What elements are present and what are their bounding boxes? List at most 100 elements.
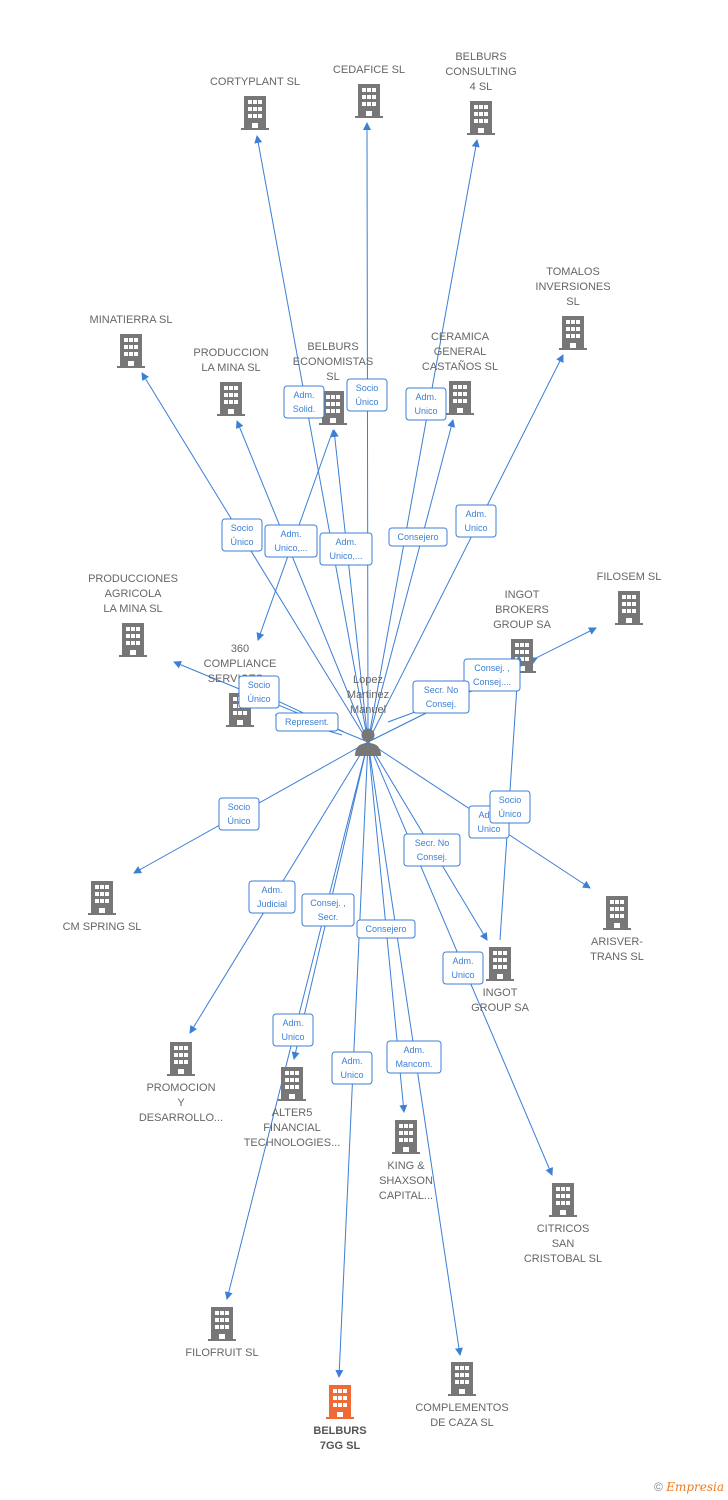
- role-box-frame: [403, 833, 461, 867]
- company-cmspring[interactable]: CM SPRING SL: [63, 881, 142, 933]
- role-label: Adm.: [282, 1018, 303, 1028]
- person-body: [355, 743, 381, 756]
- company-promocion[interactable]: PROMOCIONYDESARROLLO...: [139, 1042, 223, 1124]
- role-label: Unico: [340, 1070, 363, 1080]
- building-icon: [392, 1120, 420, 1154]
- role-r7[interactable]: Consejero: [388, 527, 448, 547]
- role-r8[interactable]: Adm.Unico: [455, 504, 497, 538]
- role-label: Único: [498, 809, 521, 819]
- edge-tomalos: [367, 354, 564, 743]
- role-label: Consej.: [426, 699, 457, 709]
- role-label: Socio: [228, 802, 251, 812]
- building-icon: [88, 881, 116, 915]
- role-r12[interactable]: Represent.: [275, 712, 339, 732]
- building-icon: [326, 1385, 354, 1419]
- company-label: ALTER5: [272, 1107, 313, 1119]
- company-label: AGRICOLA: [105, 588, 163, 600]
- company-label: ECONOMISTAS: [293, 356, 373, 368]
- role-r6[interactable]: Adm.Unico,...: [319, 532, 373, 566]
- role-box-frame: [272, 1013, 314, 1047]
- building-icon: [603, 896, 631, 930]
- edge-belburs4: [367, 139, 480, 743]
- role-label: Socio: [231, 523, 254, 533]
- role-r17[interactable]: Adm.Judicial: [248, 880, 296, 914]
- company-cortyplant[interactable]: CORTYPLANT SL: [210, 76, 300, 130]
- role-r1[interactable]: Adm.Solid.: [283, 385, 325, 419]
- company-alter5[interactable]: ALTER5FINANCIALTECHNOLOGIES...: [244, 1067, 341, 1149]
- company-cedafice[interactable]: CEDAFICE SL: [333, 64, 405, 118]
- company-label: CM SPRING SL: [63, 921, 142, 933]
- company-filosem[interactable]: FILOSEM SL: [597, 571, 662, 625]
- role-label: Consejero: [365, 924, 406, 934]
- company-label: TECHNOLOGIES...: [244, 1137, 341, 1149]
- building-icon: [559, 316, 587, 350]
- role-box-frame: [248, 880, 296, 914]
- role-r23[interactable]: Adm.Mancom.: [386, 1040, 442, 1074]
- role-label: Socio: [248, 680, 271, 690]
- role-label: Unico: [477, 824, 500, 834]
- building-icon: [446, 381, 474, 415]
- role-r19[interactable]: Consejero: [356, 919, 416, 939]
- company-king[interactable]: KING &SHAXSONCAPITAL...: [379, 1120, 433, 1202]
- building-icon: [549, 1183, 577, 1217]
- role-r9[interactable]: Consej. ,Consej....: [463, 658, 521, 692]
- role-label: Solid.: [293, 404, 316, 414]
- role-label: Único: [355, 397, 378, 407]
- edge-cortyplant: [254, 135, 369, 743]
- company-minatierra[interactable]: MINATIERRA SL: [90, 314, 173, 368]
- role-box-frame: [442, 951, 484, 985]
- role-label: Adm.: [341, 1056, 362, 1066]
- role-r18[interactable]: Consej. ,Secr.: [301, 893, 355, 927]
- role-label: Unico: [451, 970, 474, 980]
- empresia-logo: Empresia: [666, 1480, 724, 1494]
- role-label: Secr. No: [415, 838, 450, 848]
- role-r20[interactable]: Adm.Unico: [442, 951, 484, 985]
- building-icon: [615, 591, 643, 625]
- building-icon: [167, 1042, 195, 1076]
- company-label: BELBURS: [313, 1425, 366, 1437]
- role-label: Adm.: [478, 810, 499, 820]
- role-box-frame: [331, 1051, 373, 1085]
- edge-produccion: [235, 420, 369, 743]
- company-label: LA MINA SL: [103, 603, 162, 615]
- company-filofruit[interactable]: FILOFRUIT SL: [185, 1307, 259, 1359]
- role-label: Adm.: [415, 392, 436, 402]
- role-label: Unico,...: [329, 551, 362, 561]
- role-r21[interactable]: Adm.Unico: [272, 1013, 314, 1047]
- company-label: BELBURS: [455, 51, 506, 63]
- company-label: 360: [231, 643, 249, 655]
- company-label: TOMALOS: [546, 266, 600, 278]
- company-label: GROUP SA: [471, 1002, 530, 1014]
- company-label: MINATIERRA SL: [90, 314, 173, 326]
- role-r5[interactable]: Adm.Unico,...: [264, 524, 318, 558]
- role-r3[interactable]: Adm.Unico: [405, 387, 447, 421]
- building-icon: [448, 1362, 476, 1396]
- role-box-frame: [388, 527, 448, 547]
- company-label: FILOSEM SL: [597, 571, 662, 583]
- role-label: Judicial: [257, 899, 287, 909]
- role-label: Único: [230, 537, 253, 547]
- company-arisver[interactable]: ARISVER-TRANS SL: [590, 896, 644, 963]
- role-r22[interactable]: Adm. Unico: [331, 1051, 373, 1085]
- company-label: LA MINA SL: [201, 362, 260, 374]
